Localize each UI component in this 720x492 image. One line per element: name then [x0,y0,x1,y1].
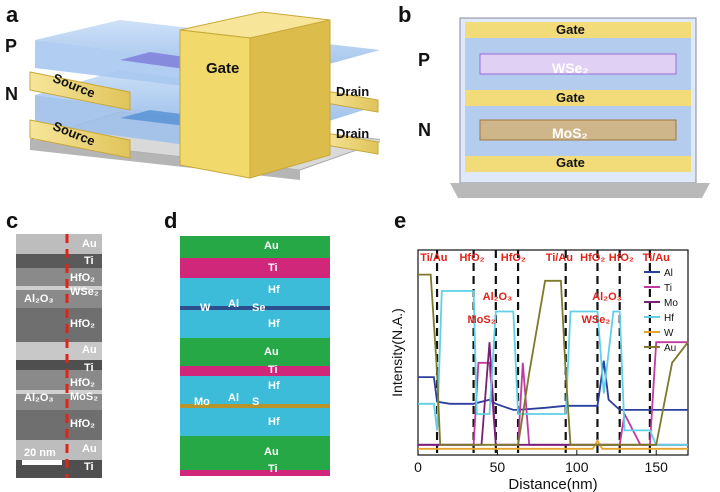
panel-d-layer-au-2: Au [264,346,279,358]
series-line-mo [418,342,688,446]
panel-c-layer-mos2: MoS₂ [70,391,99,403]
x-tick-label-150: 150 [645,459,669,475]
top-region-label-5: HfO₂ [609,252,634,264]
panel-c-layer-au-3: Au [82,443,97,455]
x-tick-label-50: 50 [490,459,506,475]
top-region-label-4: HfO₂ [580,252,605,264]
panel-b-gate-bottom: Gate [556,155,585,170]
panel-d-layer-hf-3: Hf [268,380,280,392]
legend-label-mo: Mo [664,298,678,309]
panel-d-layer-au-1: Au [264,240,279,252]
panel-b-letter: b [398,2,412,27]
panel-c-layer-hfo2-3: HfO₂ [70,377,96,389]
x-axis-label: Distance(nm) [508,476,597,492]
panel-c-tem-image [16,234,102,478]
panel-c-layer-hfo2-2: HfO₂ [70,318,96,330]
x-tick-label-100: 100 [565,459,589,475]
top-region-label-2: HfO₂ [501,252,526,264]
panel-d-element-se: Se [252,302,266,314]
panel-d-element-al-bottom: Al [228,392,239,404]
series-line-hf [418,290,688,446]
panel-a-device-3d [29,11,380,180]
panel-b-device-cross-section [450,17,710,198]
panel-c-layer-ti-1: Ti [84,255,94,267]
plot-frame [417,249,689,456]
panel-d-element-w: W [200,302,211,314]
panel-d-element-al-top: Al [228,298,239,310]
top-region-label-6: Ti/Au [643,252,670,264]
panel-c-layer-hfo2-1: HfO₂ [70,272,96,284]
panel-d-layer-hf-1: Hf [268,284,280,296]
series-line-au [418,273,689,446]
panel-d-letter: d [164,208,178,233]
panel-c-layer-hfo2-4: HfO₂ [70,418,96,430]
legend-label-ti: Ti [664,283,672,294]
mid-region-label-0: Al₂O₃ [483,291,513,303]
panel-a-drain-bottom: Drain [336,126,370,141]
panel-a-label-n: N [5,84,18,104]
series-line-ti [418,341,688,446]
panel-d-layer-ti-2: Ti [268,364,278,376]
panel-b-gate-top: Gate [556,22,585,37]
panel-d-element-s: S [252,396,260,408]
panel-c-al2o3-top: Al₂O₃ [24,293,54,305]
mid-region-label-2: Al₂O₃ [592,291,622,303]
panel-b-gate-middle: Gate [556,90,585,105]
mid-region-label-1: MoS₂ [467,314,495,326]
panel-a-label-p: P [5,36,18,56]
mid-region-label-3: WSe₂ [582,314,611,326]
legend-label-al: Al [664,268,673,279]
panel-d-layer-au-3: Au [264,446,279,458]
panel-d-layer-ti-1: Ti [268,262,278,274]
panel-b-channel-bottom: MoS₂ [552,125,588,141]
panel-d-layer-hf-4: Hf [268,416,280,428]
panel-c-layer-au-1: Au [82,238,97,250]
legend-label-hf: Hf [664,313,674,324]
legend-label-au: Au [664,343,676,354]
legend-label-w: W [664,328,674,339]
top-region-label-0: Ti/Au [420,252,447,264]
panel-a-drain-top: Drain [336,84,370,99]
panel-d-layer-hf-2: Hf [268,318,280,330]
panel-e-letter: e [394,208,407,233]
panel-c-scalebar-label: 20 nm [24,447,56,459]
top-region-label-3: Ti/Au [546,252,573,264]
panel-a-gate-label: Gate [206,60,240,77]
panel-c-layer-ti-3: Ti [84,461,94,473]
top-region-label-1: HfO₂ [459,252,484,264]
y-axis-label: Intensity(N.A.) [390,308,405,397]
panel-c-layer-wse2: WSe₂ [70,286,99,298]
x-tick-label-0: 0 [414,459,422,475]
panel-c-layer-ti-2: Ti [84,362,94,374]
panel-c-letter: c [6,208,19,233]
panel-c-al2o3-bottom: Al₂O₃ [24,392,54,404]
panel-d-eds-map [180,236,330,476]
series-line-al [418,360,688,411]
panel-b-channel-top: WSe₂ [552,60,589,76]
series-line-w [418,438,688,450]
panel-a-letter: a [6,2,19,27]
panel-b-label-p: P [418,50,431,70]
panel-d-layer-ti-3: Ti [268,463,278,475]
panel-d-element-mo: Mo [194,396,210,408]
panel-c-layer-au-2: Au [82,344,97,356]
panel-b-label-n: N [418,120,431,140]
